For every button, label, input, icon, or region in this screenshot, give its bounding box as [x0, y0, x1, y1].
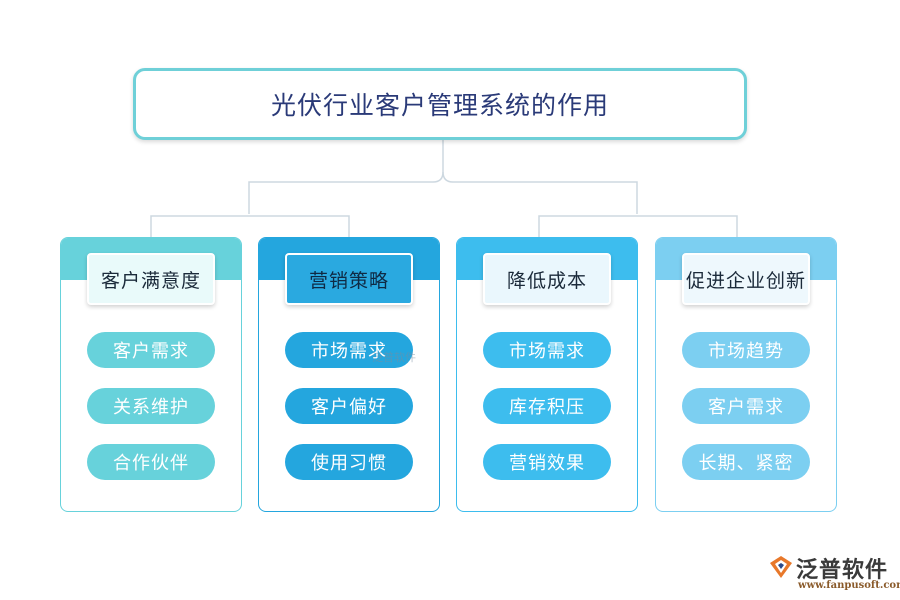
branch-item: 客户需求 [87, 332, 215, 368]
branch-card-marketing-strategy: 营销策略 市场需求 客户偏好 使用习惯 [258, 237, 440, 512]
connector-root-right [442, 171, 638, 214]
branch-card-customer-satisfaction: 客户满意度 客户需求 关系维护 合作伙伴 [60, 237, 242, 512]
connector-right-pair [538, 215, 738, 237]
branch-title: 促进企业创新 [682, 253, 810, 305]
branch-item: 市场趋势 [682, 332, 810, 368]
branch-card-reduce-cost: 降低成本 市场需求 库存积压 营销效果 [456, 237, 638, 512]
connector-root-left [248, 140, 444, 214]
branch-item: 合作伙伴 [87, 444, 215, 480]
branch-item: 市场需求 [483, 332, 611, 368]
branch-item: 关系维护 [87, 388, 215, 424]
branch-item: 市场需求 [285, 332, 413, 368]
branch-title: 降低成本 [483, 253, 611, 305]
connector-left-pair [150, 215, 350, 237]
branch-card-promote-innovation: 促进企业创新 市场趋势 客户需求 长期、紧密 [655, 237, 837, 512]
logo-url: www.fanpusoft.com [798, 580, 900, 591]
branch-item: 使用习惯 [285, 444, 413, 480]
branch-item: 营销效果 [483, 444, 611, 480]
fanpu-logo-icon [770, 556, 792, 578]
branch-item: 库存积压 [483, 388, 611, 424]
branch-item: 客户需求 [682, 388, 810, 424]
branch-title: 营销策略 [285, 253, 413, 305]
root-node: 光伏行业客户管理系统的作用 [133, 68, 747, 140]
branch-item: 长期、紧密 [682, 444, 810, 480]
logo-name: 泛普软件 [796, 558, 889, 583]
branch-title: 客户满意度 [87, 253, 215, 305]
root-title: 光伏行业客户管理系统的作用 [270, 91, 609, 120]
brand-logo: 泛普软件 www.fanpusoft.com [768, 552, 900, 594]
branch-item: 客户偏好 [285, 388, 413, 424]
